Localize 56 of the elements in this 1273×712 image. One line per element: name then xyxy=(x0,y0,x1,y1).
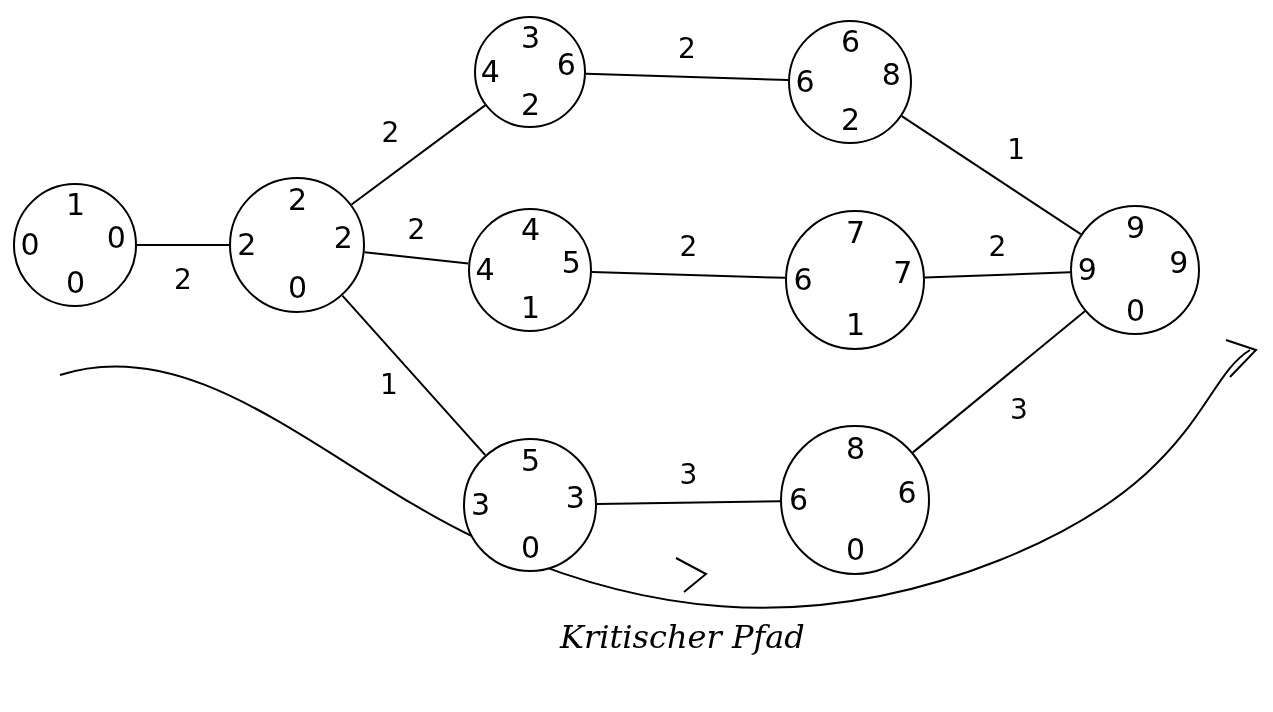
node-value: 4 xyxy=(475,255,495,285)
connector-line xyxy=(590,270,787,279)
node-value: 6 xyxy=(793,265,813,295)
event-node xyxy=(1070,205,1200,335)
node-value: 9 xyxy=(1126,212,1146,243)
node-value: 0 xyxy=(66,268,86,299)
connector-line xyxy=(363,251,470,265)
event-node xyxy=(468,208,592,332)
node-value: 9 xyxy=(1169,248,1189,278)
event-node xyxy=(463,438,597,572)
node-value: 7 xyxy=(893,258,913,288)
node-value: 4 xyxy=(521,215,541,246)
node-value: 2 xyxy=(841,105,861,136)
node-value: 9 xyxy=(1077,255,1097,285)
node-value: 6 xyxy=(897,478,917,508)
path-caption: Kritischer Pfad xyxy=(560,618,805,656)
event-node xyxy=(788,20,912,144)
node-value: 1 xyxy=(66,190,86,221)
node-value: 8 xyxy=(881,60,901,90)
node-value: 6 xyxy=(556,50,576,80)
node-value: 3 xyxy=(521,22,541,53)
connector-line xyxy=(923,271,1072,279)
node-value: 0 xyxy=(20,230,40,260)
event-node xyxy=(474,16,586,128)
node-value: 5 xyxy=(521,446,541,477)
connector-line xyxy=(136,244,230,246)
event-node xyxy=(785,210,925,350)
node-value: 0 xyxy=(846,534,866,565)
connector-line xyxy=(341,294,487,457)
node-value: 2 xyxy=(333,223,353,253)
connector-line xyxy=(900,115,1082,236)
node-value: 2 xyxy=(521,90,541,121)
connector-line xyxy=(911,310,1086,454)
node-value: 2 xyxy=(288,185,308,216)
event-node xyxy=(13,183,137,307)
node-value: 0 xyxy=(521,532,541,563)
node-value: 4 xyxy=(480,57,500,87)
node-value: 1 xyxy=(521,293,541,324)
node-value: 5 xyxy=(561,248,581,278)
node-value: 6 xyxy=(841,27,861,58)
node-value: 0 xyxy=(106,223,126,253)
connector-line xyxy=(596,500,781,505)
node-value: 7 xyxy=(846,218,866,249)
connector-line xyxy=(584,72,790,82)
node-value: 3 xyxy=(471,490,491,520)
node-value: 6 xyxy=(789,485,809,515)
connector-line xyxy=(350,104,487,206)
node-value: 0 xyxy=(288,273,308,304)
node-value: 8 xyxy=(846,434,866,464)
node-value: 3 xyxy=(565,483,585,513)
node-value: 0 xyxy=(1126,295,1146,326)
event-node xyxy=(229,177,365,313)
node-value: 2 xyxy=(237,230,257,260)
node-value: 6 xyxy=(795,67,815,97)
node-value: 1 xyxy=(846,310,866,341)
event-node xyxy=(780,425,930,575)
